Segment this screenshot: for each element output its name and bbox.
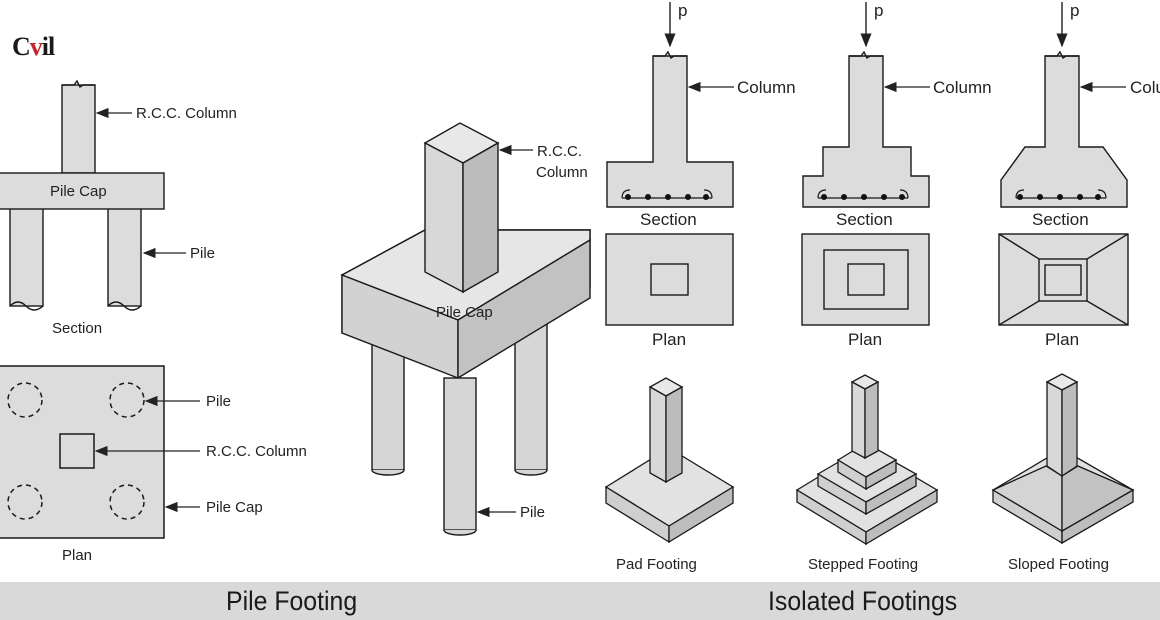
sloped-section xyxy=(1000,50,1128,208)
column-label-1: Column xyxy=(737,78,796,97)
section-pile-label: Pile xyxy=(190,245,215,262)
pad-isometric xyxy=(604,377,735,544)
section-pile-cap xyxy=(0,172,165,210)
plan-pile-3 xyxy=(7,484,43,520)
stepped-isometric xyxy=(795,374,939,546)
iso-pile-label: Pile xyxy=(520,504,545,521)
stepped-plan xyxy=(801,233,930,326)
iso-pile-cap-label: Pile Cap xyxy=(436,304,493,321)
stepped-footing-label: Stepped Footing xyxy=(808,556,918,573)
pad-plan-caption: Plan xyxy=(652,330,686,349)
logo-v: v xyxy=(29,32,43,61)
section-caption: Section xyxy=(52,320,102,337)
section-pile-left xyxy=(9,207,44,307)
stepped-section-caption: Section xyxy=(836,210,893,229)
load-label-3: p xyxy=(1070,1,1079,20)
plan-pile-label: Pile xyxy=(206,393,231,410)
plan-pile-cap-label: Pile Cap xyxy=(206,499,263,516)
logo-c: C xyxy=(12,32,31,61)
pad-section xyxy=(606,50,734,208)
sloped-footing-label: Sloped Footing xyxy=(1008,556,1109,573)
plan-pile-4 xyxy=(109,484,145,520)
isolated-footings-title: Isolated Footings xyxy=(768,586,958,616)
pad-plan xyxy=(605,233,734,326)
section-column-label: R.C.C. Column xyxy=(136,105,237,122)
stepped-plan-caption: Plan xyxy=(848,330,882,349)
pile-plan xyxy=(0,365,165,539)
pile-footing-title: Pile Footing xyxy=(226,586,358,616)
sloped-plan-caption: Plan xyxy=(1045,330,1079,349)
stepped-section xyxy=(802,50,930,208)
plan-column xyxy=(59,433,95,469)
plan-caption: Plan xyxy=(62,547,92,564)
pad-section-caption: Section xyxy=(640,210,697,229)
sloped-plan xyxy=(998,233,1129,326)
section-column xyxy=(61,84,96,174)
plan-pile-1 xyxy=(7,382,43,418)
load-label-1: p xyxy=(678,1,687,20)
sloped-section-caption: Section xyxy=(1032,210,1089,229)
pile-section xyxy=(0,79,165,311)
column-label-2: Column xyxy=(933,78,992,97)
pad-footing-label: Pad Footing xyxy=(616,556,697,573)
plan-column-label: R.C.C. Column xyxy=(206,443,307,460)
sloped-isometric xyxy=(991,373,1135,545)
caption-bar xyxy=(0,582,1160,620)
section-pile-right xyxy=(107,207,142,307)
civil-logo: Cvil xyxy=(12,32,55,62)
plan-pile-2 xyxy=(109,382,145,418)
column-label-3: Colu xyxy=(1130,78,1160,97)
section-pile-cap-label: Pile Cap xyxy=(50,183,107,200)
load-label-2: p xyxy=(874,1,883,20)
logo-il: il xyxy=(41,32,55,61)
pile-isometric xyxy=(340,122,591,536)
iso-column-label-2: Column xyxy=(536,164,588,181)
iso-column-label-1: R.C.C. xyxy=(537,143,582,160)
